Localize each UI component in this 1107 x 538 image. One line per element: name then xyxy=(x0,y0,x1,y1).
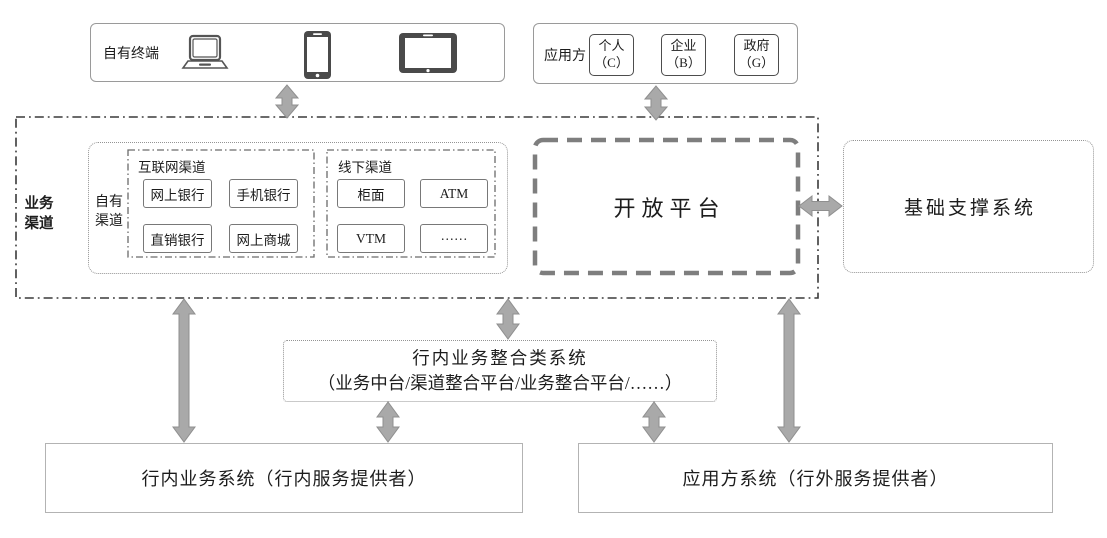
own-terminal-box: 自有终端 xyxy=(90,23,505,82)
applicant-government-line1: 政府 xyxy=(743,38,770,54)
laptop-icon xyxy=(181,34,229,69)
internet-channel-frame xyxy=(127,149,315,258)
applicant-individual: 个人 （C） xyxy=(589,34,634,76)
applicant-enterprise-line1: 企业 xyxy=(670,38,697,54)
channel-more: …… xyxy=(420,224,488,253)
applicant-label: 应用方 xyxy=(544,49,586,64)
arrow-terminal-to-channel xyxy=(274,84,300,119)
applicant-government-line2: （G） xyxy=(738,55,775,70)
offline-channel-frame xyxy=(326,149,496,258)
internet-channel-title: 互联网渠道 xyxy=(138,160,206,175)
business-channel-label: 业务 渠道 xyxy=(18,195,60,234)
internal-systems-box: 行内业务系统（行内服务提供者） xyxy=(45,443,523,513)
applicant-individual-line1: 个人 xyxy=(598,38,625,54)
arrows xyxy=(172,84,843,443)
open-platform-frame xyxy=(532,137,801,276)
channel-atm-label: ATM xyxy=(439,185,469,201)
offline-channel-title: 线下渠道 xyxy=(338,160,392,175)
channel-mobile-banking: 手机银行 xyxy=(229,179,298,208)
applicant-individual-line2: （C） xyxy=(594,55,629,70)
business-channel-label-line1: 业务 xyxy=(24,196,54,212)
channel-online-mall: 网上商城 xyxy=(229,224,298,253)
channel-counter-label: 柜面 xyxy=(357,187,385,203)
arrow-openplatform-to-applicant-systems xyxy=(777,298,801,443)
own-channel-label-line1: 自有 xyxy=(95,195,123,210)
applicant-enterprise-line2: （B） xyxy=(666,55,701,70)
channel-vtm-label: VTM xyxy=(356,230,386,246)
channel-mobile-banking-label: 手机银行 xyxy=(236,187,291,203)
arrow-channel-to-integration xyxy=(496,298,520,340)
applicant-box: 应用方 个人 （C） 企业 （B） 政府 （G） xyxy=(533,23,798,84)
channel-more-label: …… xyxy=(440,227,468,243)
own-terminal-label: 自有终端 xyxy=(103,47,159,62)
channel-online-banking: 网上银行 xyxy=(143,179,212,208)
applicant-government: 政府 （G） xyxy=(734,34,779,76)
integration-line2: （业务中台/渠道整合平台/业务整合平台/……） xyxy=(317,373,683,393)
channel-online-mall-label: 网上商城 xyxy=(236,232,291,248)
open-platform-label: 开放平台 xyxy=(613,195,726,221)
internal-systems-label: 行内业务系统（行内服务提供者） xyxy=(141,469,427,489)
channel-vtm: VTM xyxy=(337,224,405,253)
own-channel-label: 自有 渠道 xyxy=(93,194,125,232)
base-support-label: 基础支撑系统 xyxy=(903,198,1036,219)
open-platform-box: 开放平台 xyxy=(535,140,798,273)
applicant-systems-label: 应用方系统（行外服务提供者） xyxy=(682,469,949,489)
arrow-applicant-to-channel xyxy=(643,85,669,121)
arrow-integration-to-internal-systems xyxy=(376,401,400,443)
channel-direct-banking: 直销银行 xyxy=(143,224,212,253)
smartphone-icon xyxy=(304,31,331,79)
own-channel-box: 自有 渠道 xyxy=(88,142,508,274)
own-channel-label-line2: 渠道 xyxy=(95,213,123,229)
base-support-box: 基础支撑系统 xyxy=(843,140,1094,273)
arrow-openplatform-to-basesupport xyxy=(798,194,843,218)
arrow-integration-to-applicant-systems xyxy=(642,401,666,443)
integration-box: 行内业务整合类系统 （业务中台/渠道整合平台/业务整合平台/……） xyxy=(283,340,717,402)
tablet-icon xyxy=(399,33,457,73)
channel-counter: 柜面 xyxy=(337,179,405,208)
channel-online-banking-label: 网上银行 xyxy=(150,187,205,203)
business-channel-label-line2: 渠道 xyxy=(24,215,54,232)
arrow-channel-to-internal-systems xyxy=(172,298,196,443)
channel-atm: ATM xyxy=(420,179,488,208)
applicant-systems-box: 应用方系统（行外服务提供者） xyxy=(578,443,1053,513)
applicant-enterprise: 企业 （B） xyxy=(661,34,706,76)
integration-line1: 行内业务整合类系统 xyxy=(412,347,588,368)
channel-direct-banking-label: 直销银行 xyxy=(150,232,205,248)
